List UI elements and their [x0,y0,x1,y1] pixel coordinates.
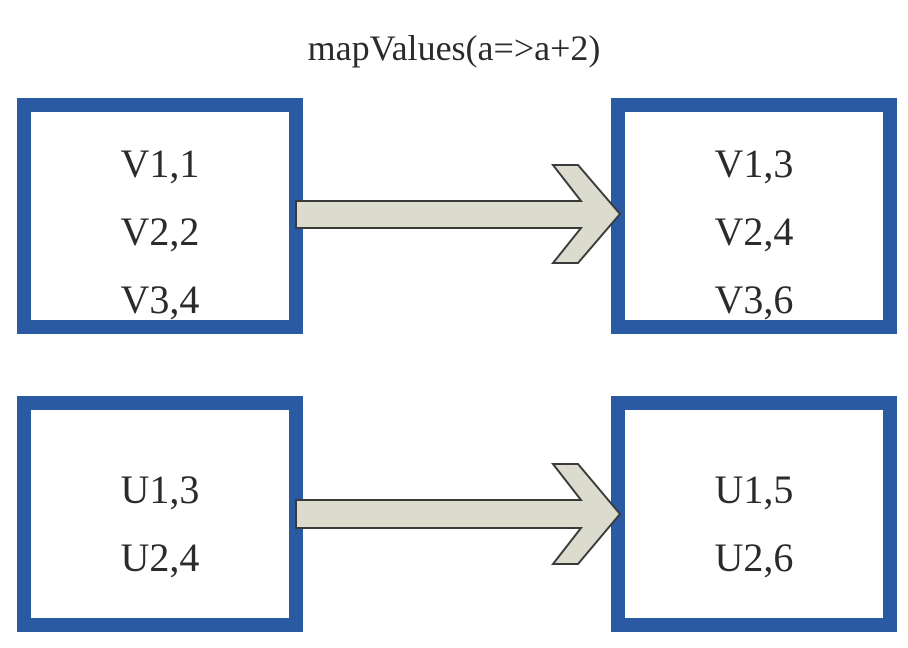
output-box-u: U1,5 U2,6 [611,396,897,632]
output-entry: U1,5 [714,467,794,512]
input-entry: V1,1 [120,141,200,186]
diagram-title: mapValues(a=>a+2) [307,28,601,68]
input-entry: V3,4 [120,277,200,322]
output-entry: U2,6 [714,535,794,580]
output-entry: V1,3 [714,141,794,186]
right-arrow-icon [295,463,622,565]
input-entry: U1,3 [120,467,200,512]
input-box-v: V1,1 V2,2 V3,4 [17,98,303,334]
right-arrow-icon [295,164,622,264]
input-entry: U2,4 [120,535,200,580]
input-entry: V2,2 [120,209,200,254]
output-entry: V3,6 [714,277,794,322]
output-box-v: V1,3 V2,4 V3,6 [611,98,897,334]
input-box-u: U1,3 U2,4 [17,396,303,632]
output-entry: V2,4 [714,209,794,254]
